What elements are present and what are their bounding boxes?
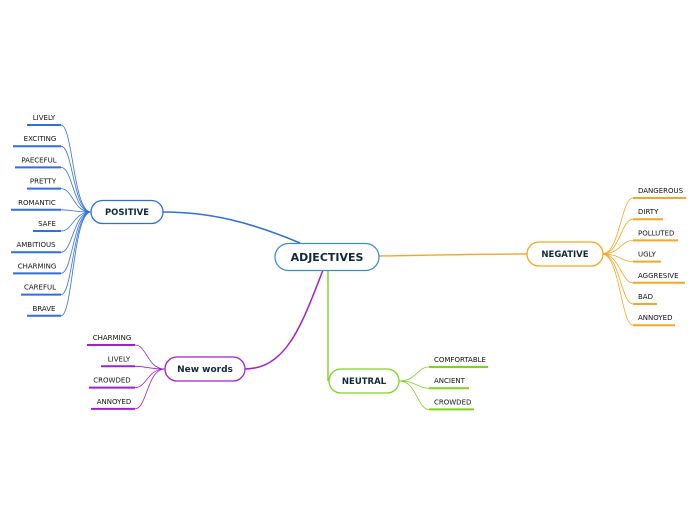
positive-node-shape bbox=[90, 199, 164, 225]
neutral-link bbox=[398, 366, 430, 382]
negative-item[interactable]: DIRTY bbox=[638, 208, 659, 216]
connector-negative bbox=[378, 253, 528, 257]
positive-link bbox=[60, 211, 92, 274]
neutral-item[interactable]: COMFORTABLE bbox=[434, 356, 486, 364]
positive-node[interactable]: POSITIVE bbox=[90, 199, 164, 225]
negative-item[interactable]: AGGRESIVE bbox=[638, 272, 679, 280]
positive-item[interactable]: ROMANTIC bbox=[18, 199, 56, 207]
positive-link bbox=[60, 188, 92, 213]
new_words-link bbox=[134, 368, 166, 388]
positive-link bbox=[60, 211, 92, 295]
positive-item[interactable]: CAREFUL bbox=[24, 284, 56, 292]
negative-item[interactable]: ANNOYED bbox=[638, 314, 672, 322]
positive-item[interactable]: LIVELY bbox=[33, 114, 56, 122]
center-node-label: ADJECTIVES bbox=[291, 251, 364, 264]
new-words-node-label: New words bbox=[177, 365, 233, 375]
new_words-link bbox=[134, 344, 166, 370]
neutral-node-label: NEUTRAL bbox=[342, 377, 387, 387]
new_words-item[interactable]: LIVELY bbox=[108, 355, 131, 363]
positive-item[interactable]: PAECEFUL bbox=[21, 156, 56, 164]
neutral-item[interactable]: ANCIENT bbox=[434, 377, 466, 385]
neutral-link bbox=[398, 380, 430, 410]
neutral-node-shape bbox=[328, 368, 400, 394]
positive-link bbox=[60, 211, 92, 317]
positive-link bbox=[60, 167, 92, 213]
positive-node-label: POSITIVE bbox=[105, 208, 149, 218]
positive-item[interactable]: PRETTY bbox=[30, 178, 57, 186]
new-words-node-shape bbox=[164, 356, 246, 382]
negative-item[interactable]: UGLY bbox=[638, 251, 657, 259]
negative-item[interactable]: POLLUTED bbox=[638, 229, 674, 237]
new_words-link bbox=[134, 368, 166, 410]
new_words-item[interactable]: CHARMING bbox=[93, 334, 132, 342]
positive-link bbox=[60, 211, 92, 253]
positive-link bbox=[60, 124, 92, 213]
neutral-node[interactable]: NEUTRAL bbox=[328, 368, 400, 394]
new_words-item[interactable]: ANNOYED bbox=[97, 398, 131, 406]
center-node[interactable]: ADJECTIVES bbox=[274, 242, 380, 272]
center-node-shape bbox=[274, 242, 380, 272]
negative-link bbox=[601, 197, 634, 255]
positive-item[interactable]: AMBITIOUS bbox=[16, 241, 56, 249]
connector-new-words bbox=[243, 269, 324, 370]
negative-node[interactable]: NEGATIVE bbox=[526, 241, 604, 267]
connector-positive bbox=[162, 211, 301, 244]
negative-item[interactable]: BAD bbox=[638, 293, 653, 301]
positive-link bbox=[60, 209, 92, 213]
new_words-item[interactable]: CROWDED bbox=[93, 377, 130, 385]
positive-link bbox=[60, 145, 92, 213]
positive-item[interactable]: CHARMING bbox=[18, 262, 57, 270]
new-words-node[interactable]: New words bbox=[164, 356, 246, 382]
negative-item[interactable]: DANGEROUS bbox=[638, 187, 684, 195]
negative-link bbox=[601, 253, 634, 284]
positive-item[interactable]: BRAVE bbox=[33, 305, 56, 313]
negative-node-label: NEGATIVE bbox=[541, 250, 588, 260]
negative-link bbox=[601, 240, 634, 255]
neutral-item[interactable]: CROWDED bbox=[434, 398, 471, 406]
positive-item[interactable]: EXCITING bbox=[24, 135, 57, 143]
negative-node-shape bbox=[526, 241, 604, 267]
negative-link bbox=[601, 218, 634, 255]
new_words-link bbox=[134, 365, 166, 370]
negative-link bbox=[601, 253, 634, 326]
positive-item[interactable]: SAFE bbox=[38, 220, 56, 228]
